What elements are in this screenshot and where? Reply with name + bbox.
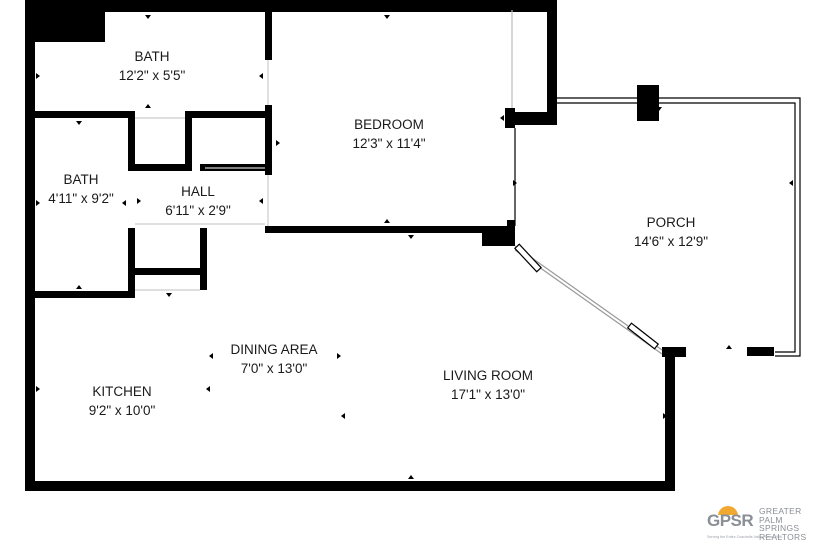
room-dims: 7'0" x 13'0"	[240, 361, 308, 376]
room-dims: 17'1" x 13'0"	[450, 387, 526, 402]
left-bath-right-wall-lower	[128, 228, 135, 298]
room-label-bedroom: BEDROOM 12'3" x 11'4"	[352, 115, 425, 153]
porch-outline-inner	[557, 102, 796, 353]
sun-icon	[716, 505, 740, 515]
room-name: BEDROOM	[354, 117, 424, 132]
room-name: PORCH	[646, 215, 696, 230]
bottom-wall	[25, 481, 675, 491]
left-bath-right-wall-upper	[128, 111, 135, 171]
room-name: HALL	[181, 184, 215, 199]
lower-closet-bottom-wall	[128, 268, 207, 275]
dimension-marks	[36, 15, 793, 479]
room-label-porch: PORCH 14'6" x 12'9"	[634, 213, 708, 251]
gpsr-logo: GPSR GREATER PALM SPRINGS REALTORS Servi…	[707, 505, 822, 547]
tick	[36, 73, 40, 79]
logo-line-1: GREATER	[759, 506, 802, 516]
logo-words: GREATER PALM SPRINGS REALTORS	[759, 507, 822, 541]
top-wall	[25, 0, 557, 12]
interior-walls	[25, 10, 515, 298]
bath-top-bottom-wall-right	[185, 111, 272, 118]
logo-mark: GPSR	[707, 511, 754, 530]
room-name: BATH	[134, 49, 170, 64]
room-label-bath-left: BATH 4'11" x 9'2"	[48, 170, 114, 208]
tick	[384, 219, 390, 223]
room-name: BATH	[63, 172, 99, 187]
logo-tagline: Serving the Entire Coachella Valley Sinc…	[707, 535, 783, 539]
tick	[384, 15, 390, 19]
living-right-wall	[665, 350, 675, 491]
sliding-door-lower	[626, 322, 660, 350]
bedroom-corner-wall	[505, 112, 557, 125]
tick	[122, 200, 126, 206]
tick	[166, 293, 172, 297]
bedroom-corner-post	[505, 108, 515, 128]
bedroom-bottom-wall	[265, 226, 510, 233]
porch-outline-outer	[557, 97, 801, 357]
room-label-bath-top: BATH 12'2" x 5'5"	[119, 47, 186, 85]
room-dims: 14'6" x 12'9"	[633, 234, 709, 249]
exterior-walls	[25, 0, 686, 491]
bedroom-left-wall-upper	[265, 10, 272, 60]
porch-post	[637, 85, 659, 121]
porch-post-bottom	[747, 347, 774, 356]
tick	[663, 413, 667, 419]
tick	[259, 73, 263, 79]
room-name: DINING AREA	[230, 342, 318, 357]
tick	[137, 198, 141, 204]
tick	[206, 386, 210, 392]
room-dims: 6'11" x 2'9"	[165, 203, 231, 218]
bath-top-bottom-wall-left	[25, 111, 135, 118]
left-bath-bottom-wall	[25, 291, 135, 298]
sliding-door-upper	[514, 243, 542, 273]
tick	[76, 121, 82, 125]
room-name: LIVING ROOM	[442, 368, 534, 383]
tick	[145, 104, 151, 108]
room-dims: 12'2" x 5'5"	[118, 68, 186, 83]
room-label-hall: HALL 6'11" x 2'9"	[165, 182, 231, 220]
tick	[408, 235, 414, 239]
corner-block	[25, 0, 105, 42]
room-label-dining: DINING AREA 7'0" x 13'0"	[230, 340, 317, 378]
closet-left-wall	[185, 111, 192, 171]
room-name: KITCHEN	[92, 384, 152, 399]
porch-details	[514, 85, 774, 356]
room-dims: 12'3" x 11'4"	[352, 136, 426, 151]
tick	[337, 353, 341, 359]
room-dims: 9'2" x 10'0"	[88, 403, 156, 418]
tick	[145, 15, 151, 19]
tick	[209, 353, 213, 359]
lower-closet-right-wall	[200, 228, 207, 290]
logo-line-3: REALTORS	[759, 531, 807, 542]
logo-line-2: PALM SPRINGS	[759, 514, 800, 533]
room-label-kitchen: KITCHEN 9'2" x 10'0"	[89, 382, 156, 420]
tick	[513, 180, 517, 186]
tick	[76, 285, 82, 289]
tick	[36, 386, 40, 392]
living-corner	[662, 347, 686, 357]
tick	[276, 140, 280, 146]
tick	[656, 107, 662, 111]
tick	[500, 115, 504, 121]
room-dims: 4'11" x 9'2"	[48, 191, 114, 206]
left-wall	[25, 0, 35, 491]
bedroom-bottom-post	[507, 220, 515, 245]
tick	[408, 475, 414, 479]
closet-bottom-wall	[128, 164, 192, 171]
tick	[341, 413, 345, 419]
tick	[789, 180, 793, 186]
bedroom-left-wall-mid	[265, 105, 272, 175]
bedroom-bottom-corner	[482, 226, 515, 246]
thin-lines	[135, 10, 801, 357]
tick	[36, 200, 40, 206]
tick	[259, 198, 263, 204]
room-label-living: LIVING ROOM 17'1" x 13'0"	[443, 366, 533, 404]
tick	[726, 345, 732, 349]
bedroom-right-wall	[547, 0, 557, 125]
